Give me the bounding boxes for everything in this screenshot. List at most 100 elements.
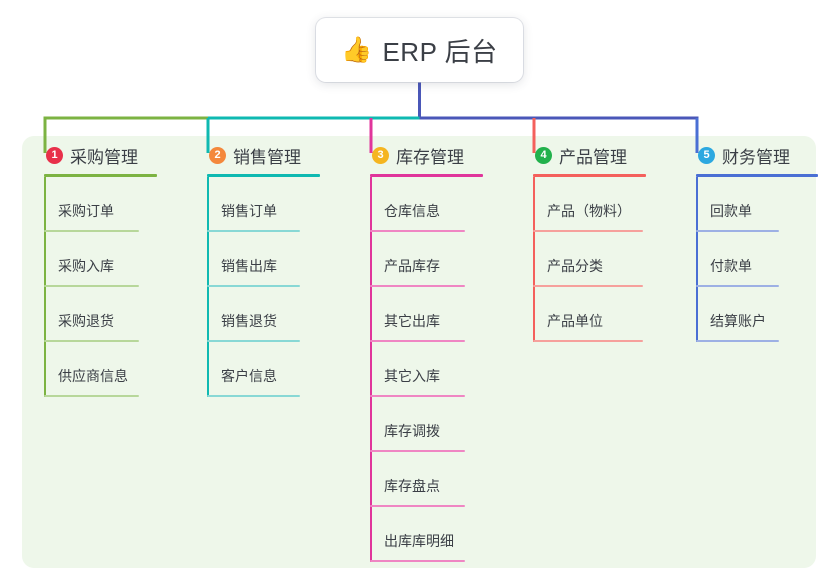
root-node[interactable]: 👍 ERP 后台 bbox=[316, 18, 523, 82]
branch-item-label: 客户信息 bbox=[221, 368, 277, 384]
branch-column-1[interactable]: 1 采购管理采购订单采购入库采购退货供应商信息 bbox=[34, 142, 182, 397]
root-title: ERP 后台 bbox=[382, 36, 498, 67]
branch-number-badge: 4 bbox=[535, 146, 552, 164]
branch-number-badge: 2 bbox=[209, 146, 226, 164]
branch-item-rule bbox=[44, 230, 139, 232]
branch-item-label: 库存调拨 bbox=[384, 423, 440, 439]
branch-header-rule bbox=[44, 174, 157, 177]
branch-item-rule bbox=[533, 285, 643, 287]
branch-item-label: 采购入库 bbox=[58, 258, 114, 274]
branch-item-label: 结算账户 bbox=[710, 313, 766, 329]
branch-item[interactable]: 其它出库 bbox=[360, 287, 508, 342]
branch-header-rule bbox=[533, 174, 646, 177]
branch-item-label: 回款单 bbox=[710, 203, 752, 219]
branch-item[interactable]: 销售退货 bbox=[197, 287, 345, 342]
branch-item-label: 仓库信息 bbox=[384, 203, 440, 219]
branch-item-rule bbox=[696, 230, 779, 232]
branch-item[interactable]: 销售订单 bbox=[197, 177, 345, 232]
branch-items: 仓库信息产品库存其它出库其它入库库存调拨库存盘点出库库明细 bbox=[360, 177, 508, 562]
branch-item[interactable]: 仓库信息 bbox=[360, 177, 508, 232]
branch-item-rule bbox=[207, 395, 300, 397]
branch-item-rule bbox=[370, 395, 465, 397]
branch-item-rule bbox=[370, 340, 465, 342]
branch-header-rule bbox=[207, 174, 320, 177]
branch-item[interactable]: 销售出库 bbox=[197, 232, 345, 287]
branch-item[interactable]: 采购入库 bbox=[34, 232, 182, 287]
branch-stem bbox=[696, 177, 698, 342]
branch-item-rule bbox=[44, 340, 139, 342]
branch-item-label: 采购退货 bbox=[58, 313, 114, 329]
branch-item[interactable]: 采购退货 bbox=[34, 287, 182, 342]
branch-column-4[interactable]: 4 产品管理产品（物料） 产品分类产品单位 bbox=[523, 142, 671, 342]
branch-item[interactable]: 出库库明细 bbox=[360, 507, 508, 562]
branch-title: 采购管理 bbox=[70, 147, 138, 167]
branch-items: 回款单付款单结算账户 bbox=[686, 177, 834, 342]
branch-item-label: 产品（物料） bbox=[547, 203, 631, 219]
branch-item[interactable]: 供应商信息 bbox=[34, 342, 182, 397]
branch-item-label: 供应商信息 bbox=[58, 368, 128, 384]
branch-column-2[interactable]: 2 销售管理销售订单销售出库销售退货客户信息 bbox=[197, 142, 345, 397]
branch-item-rule bbox=[696, 340, 779, 342]
branch-items: 产品（物料） 产品分类产品单位 bbox=[523, 177, 671, 342]
branch-item-rule bbox=[370, 450, 465, 452]
branch-item[interactable]: 回款单 bbox=[686, 177, 834, 232]
branch-item-rule bbox=[207, 285, 300, 287]
branch-item[interactable]: 结算账户 bbox=[686, 287, 834, 342]
branch-title: 库存管理 bbox=[396, 147, 464, 167]
branch-item-label: 出库库明细 bbox=[384, 533, 454, 549]
branch-item-label: 销售出库 bbox=[221, 258, 277, 274]
branch-item-rule bbox=[207, 340, 300, 342]
branch-item[interactable]: 产品分类 bbox=[523, 232, 671, 287]
branch-items: 采购订单采购入库采购退货供应商信息 bbox=[34, 177, 182, 397]
branch-title: 财务管理 bbox=[722, 147, 790, 167]
branch-header-1[interactable]: 1 采购管理 bbox=[34, 142, 182, 168]
branch-header-4[interactable]: 4 产品管理 bbox=[523, 142, 671, 168]
branch-header-3[interactable]: 3 库存管理 bbox=[360, 142, 508, 168]
branch-item-label: 产品单位 bbox=[547, 313, 603, 329]
branch-item-rule bbox=[696, 285, 779, 287]
branch-item[interactable]: 产品单位 bbox=[523, 287, 671, 342]
branch-item-label: 库存盘点 bbox=[384, 478, 440, 494]
branch-item[interactable]: 库存调拨 bbox=[360, 397, 508, 452]
branch-item[interactable]: 其它入库 bbox=[360, 342, 508, 397]
branch-title: 产品管理 bbox=[559, 147, 627, 167]
branch-title: 销售管理 bbox=[233, 147, 301, 167]
branch-item[interactable]: 付款单 bbox=[686, 232, 834, 287]
branch-number-badge: 3 bbox=[372, 146, 389, 164]
branch-item-rule bbox=[533, 340, 643, 342]
branch-header-rule bbox=[370, 174, 483, 177]
branch-item-rule bbox=[370, 560, 465, 562]
branch-item-label: 其它出库 bbox=[384, 313, 440, 329]
branch-column-3[interactable]: 3 库存管理仓库信息产品库存其它出库其它入库库存调拨库存盘点出库库明细 bbox=[360, 142, 508, 562]
branch-item-rule bbox=[533, 230, 643, 232]
branch-item-rule bbox=[44, 285, 139, 287]
branch-item-label: 销售订单 bbox=[221, 203, 277, 219]
branch-stem bbox=[533, 177, 535, 342]
branch-item-label: 销售退货 bbox=[221, 313, 277, 329]
branch-number-badge: 5 bbox=[698, 146, 715, 164]
branch-item-rule bbox=[44, 395, 139, 397]
branch-number-badge: 1 bbox=[46, 146, 63, 164]
branch-item-label: 采购订单 bbox=[58, 203, 114, 219]
branch-stem bbox=[370, 177, 372, 562]
branch-item[interactable]: 客户信息 bbox=[197, 342, 345, 397]
branches-panel bbox=[22, 136, 816, 568]
branch-item-rule bbox=[370, 285, 465, 287]
branch-item[interactable]: 产品库存 bbox=[360, 232, 508, 287]
thumbs-up-icon: 👍 bbox=[341, 35, 373, 64]
branch-item[interactable]: 库存盘点 bbox=[360, 452, 508, 507]
branch-column-5[interactable]: 5 财务管理回款单付款单结算账户 bbox=[686, 142, 834, 342]
branch-header-5[interactable]: 5 财务管理 bbox=[686, 142, 834, 168]
branch-stem bbox=[207, 177, 209, 397]
branch-item-rule bbox=[207, 230, 300, 232]
branch-header-rule bbox=[696, 174, 818, 177]
branch-header-2[interactable]: 2 销售管理 bbox=[197, 142, 345, 168]
branch-items: 销售订单销售出库销售退货客户信息 bbox=[197, 177, 345, 397]
branch-item[interactable]: 采购订单 bbox=[34, 177, 182, 232]
branch-item[interactable]: 产品（物料） bbox=[523, 177, 671, 232]
branch-item-label: 付款单 bbox=[710, 258, 752, 274]
branch-item-label: 其它入库 bbox=[384, 368, 440, 384]
branch-item-label: 产品分类 bbox=[547, 258, 603, 274]
branch-item-label: 产品库存 bbox=[384, 258, 440, 274]
